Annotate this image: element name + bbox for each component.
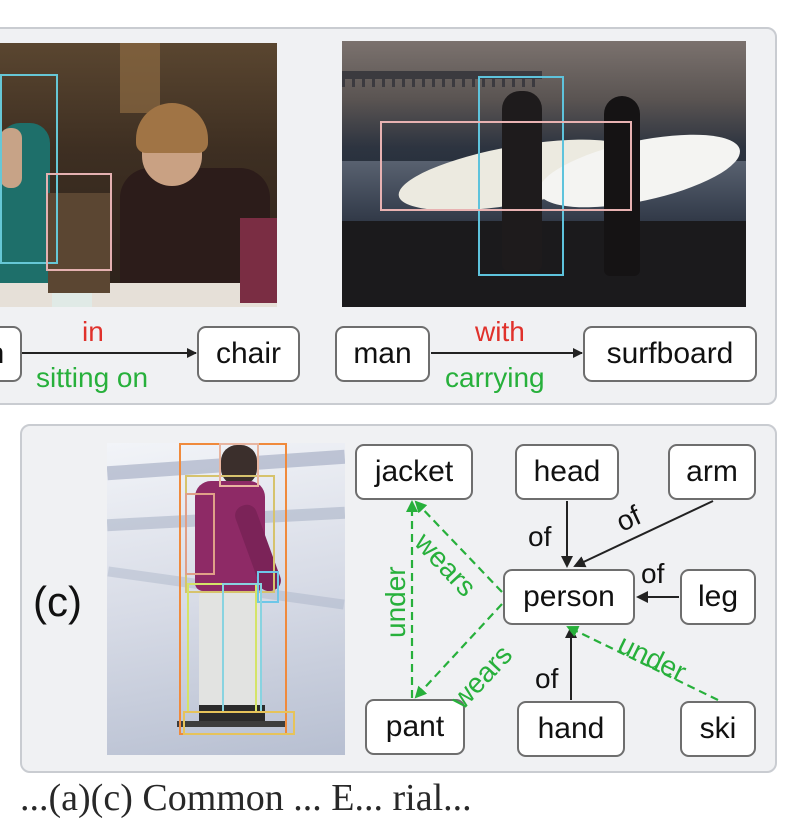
node-pant: pant <box>365 699 465 755</box>
node-pant-label: pant <box>385 710 445 743</box>
wall-lamp <box>120 43 160 113</box>
node-leg: leg <box>680 569 756 625</box>
sand <box>342 221 746 307</box>
skier-boots <box>199 705 265 725</box>
bbox-chair <box>46 173 112 271</box>
skier-head <box>221 445 257 485</box>
bbox-surfboard <box>380 121 632 211</box>
label-sitting-on: sitting on <box>36 362 149 393</box>
panel-b-arrows <box>22 348 583 358</box>
label-carrying: carrying <box>445 362 545 393</box>
node-man-label: man <box>353 337 412 370</box>
bbox-hand <box>257 571 279 603</box>
chair-back <box>48 193 110 293</box>
node-ski: ski <box>680 701 756 757</box>
label-head-of: of <box>528 521 552 552</box>
node-person: person <box>503 569 635 625</box>
edge-person-pant <box>414 603 503 699</box>
label-hand-of: of <box>535 663 559 694</box>
bbox-arm <box>185 493 215 575</box>
node-jacket: jacket <box>355 444 473 500</box>
woman-right-hair <box>136 103 208 153</box>
edge-person-jacket <box>414 500 503 593</box>
edge-arm-person <box>573 500 714 568</box>
panel-c-label: (c) <box>33 578 82 625</box>
node-hand: hand <box>517 701 625 757</box>
label-pant-jacket-under: under <box>380 566 411 638</box>
node-subject-partial: n <box>0 326 22 382</box>
node-head: head <box>515 444 619 500</box>
node-person-label: person <box>523 580 615 613</box>
pier <box>342 71 542 79</box>
skier-photo <box>107 443 345 755</box>
skis <box>177 721 287 727</box>
bbox-person <box>0 74 58 264</box>
label-leg-of: of <box>641 558 665 589</box>
bottom-caption-partial: ...(a)(c) Common ... E... rial... <box>20 777 472 819</box>
bbox-head <box>219 443 259 487</box>
node-arm-label: arm <box>686 455 738 488</box>
skier-pants <box>199 591 261 709</box>
node-chair: chair <box>197 326 300 382</box>
edge-ski-person <box>566 625 719 701</box>
node-surfboard: surfboard <box>583 326 757 382</box>
node-ski-label: ski <box>699 712 737 745</box>
beach-photo <box>342 41 746 307</box>
bbox-ski <box>183 711 295 735</box>
bbox-man <box>478 76 564 276</box>
node-surfboard-label: surfboard <box>606 337 734 370</box>
node-man: man <box>335 326 430 382</box>
dinner-photo <box>0 43 277 307</box>
table <box>0 283 277 307</box>
label-with: with <box>475 316 525 347</box>
woman-left-head <box>0 128 22 188</box>
node-jacket-label: jacket <box>374 455 454 488</box>
node-subject-partial-label: n <box>0 337 4 371</box>
node-arm: arm <box>668 444 756 500</box>
node-chair-label: chair <box>215 337 282 370</box>
label-in: in <box>82 316 104 347</box>
node-leg-label: leg <box>697 580 739 613</box>
pier-posts <box>342 79 542 87</box>
node-head-label: head <box>533 455 601 488</box>
person-2 <box>604 96 640 276</box>
right-chair <box>240 218 277 303</box>
panel-c-edges <box>406 500 719 701</box>
node-hand-label: hand <box>537 712 605 745</box>
